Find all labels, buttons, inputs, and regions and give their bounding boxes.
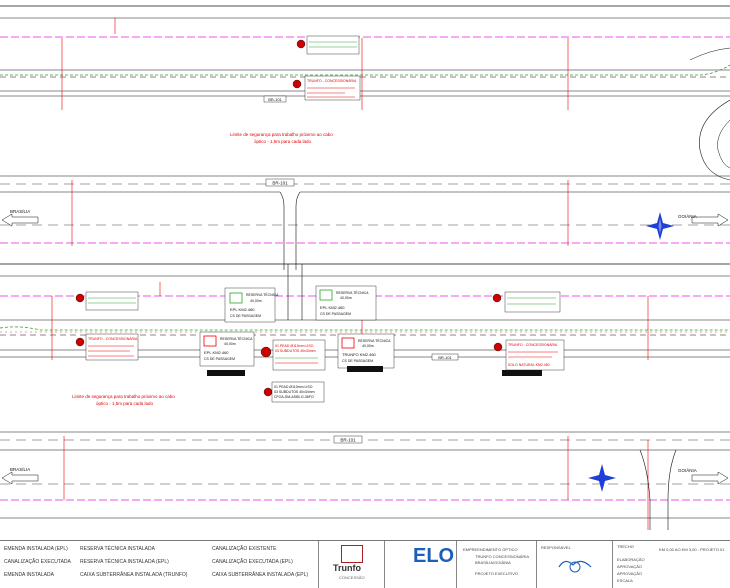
trecho-cell: TRECHO KM 0,00 AO KM 3,00 - PROJETO 01 E…	[612, 541, 730, 588]
responsible-header: RESPONSÁVEL	[541, 545, 571, 550]
road-tag-right	[263, 95, 287, 103]
trecho-value: KM 0,00 AO KM 3,00 - PROJETO 01	[659, 547, 725, 552]
annotation-top-2: TRUNFO - CONCESSIONÁRIA	[292, 75, 361, 101]
tag-black-1	[207, 370, 245, 376]
svg-text:TRUNFO KM2.460: TRUNFO KM2.460	[342, 352, 377, 357]
legend-item: CANALIZAÇÃO EXISTENTE	[212, 546, 277, 552]
svg-text:03 SUBDUTOS 40x34mm: 03 SUBDUTOS 40x34mm	[274, 390, 315, 394]
svg-text:BR-101: BR-101	[340, 438, 356, 443]
legend-item: EMENDA INSTALADA	[4, 572, 54, 578]
title-block: EMENDA INSTALADA (EPL) CANALIZAÇÃO EXECU…	[0, 540, 730, 588]
svg-text:40,00m: 40,00m	[224, 342, 236, 346]
responsible-cell: RESPONSÁVEL	[536, 541, 613, 588]
svg-text:BR-101: BR-101	[268, 97, 282, 102]
tag-black-3	[502, 370, 542, 376]
side-field: ESCALA	[617, 578, 633, 583]
trunfo-logo-text: Trunfo	[333, 563, 361, 573]
arrow-goiania	[691, 213, 729, 227]
cable-route-top	[0, 64, 730, 76]
elo-logo-cell: ELO	[384, 541, 457, 588]
side-field: ELABORAÇÃO	[617, 557, 645, 562]
svg-text:RESERVA TÉCNICA: RESERVA TÉCNICA	[246, 292, 279, 297]
trunfo-logo-cell: Trunfo CONCESSÃO	[318, 541, 385, 588]
legend-item: RESERVA TÉCNICA INSTALADA (EPL)	[80, 559, 169, 565]
trunfo-logo-sub: CONCESSÃO	[339, 575, 365, 580]
arrow-goiania-lower	[691, 471, 729, 485]
side-field: APROVAÇÃO	[617, 571, 643, 576]
project-line: BRASÍLIA/GOIÂNIA	[475, 560, 511, 565]
svg-text:RESERVA TÉCNICA: RESERVA TÉCNICA	[220, 336, 253, 341]
svg-text:óptico - 1,5m para cada lado: óptico - 1,5m para cada lado	[96, 401, 154, 406]
road-tag-mid	[431, 353, 459, 361]
svg-text:BR-101: BR-101	[438, 355, 452, 360]
annotation-low-1	[75, 291, 139, 311]
responsible-logo	[553, 555, 597, 575]
reserva-box-4: RESERVA TÉCNICA 40,00m TRUNFO KM2.460 CS…	[337, 333, 395, 369]
svg-text:EPL KM2.460: EPL KM2.460	[320, 305, 345, 310]
side-field: APROVAÇÃO	[617, 564, 643, 569]
road-tag-top	[265, 178, 295, 187]
svg-text:EPL KM2.460: EPL KM2.460	[230, 307, 255, 312]
svg-text:RESERVA TÉCNICA: RESERVA TÉCNICA	[336, 290, 369, 295]
elo-logo-text: ELO	[413, 545, 455, 567]
svg-text:BRASÍLIA: BRASÍLIA	[10, 466, 30, 472]
svg-text:CS DE PASSAGEM: CS DE PASSAGEM	[320, 312, 351, 316]
svg-text:Limite de segurança para traba: Limite de segurança para trabalho próxim…	[72, 394, 175, 399]
svg-text:CFOA-SM-AS80-G-36FO: CFOA-SM-AS80-G-36FO	[274, 395, 314, 399]
reserva-box-1: RESERVA TÉCNICA 40,00m EPL KM2.460 CS DE…	[224, 287, 279, 323]
legend-item: RESERVA TÉCNICA INSTALADA	[80, 546, 155, 552]
annotation-low-4	[492, 291, 561, 313]
legend-item: CAIXA SUBTERRÂNEA INSTALADA (EPL)	[212, 572, 309, 578]
annotation-low-3: 01 PEAD Ø110mm LISO 03 SUBDUTOS 40x34mm …	[263, 381, 325, 403]
svg-text:CS DE PASSAGEM: CS DE PASSAGEM	[204, 357, 235, 361]
svg-text:01 PEAD Ø110mm LISO: 01 PEAD Ø110mm LISO	[275, 344, 314, 348]
legend-item: CAIXA SUBTERRÂNEA INSTALADA (TRUNFO)	[80, 572, 188, 578]
legend-item: CANALIZAÇÃO EXECUTADA	[4, 559, 71, 565]
splice-annotation: 01 PEAD Ø110mm LISO 03 SUBDUTOS 40x34mm	[260, 339, 326, 371]
svg-text:óptico - 1,5m para cada lado: óptico - 1,5m para cada lado	[254, 139, 312, 144]
svg-text:RESERVA TÉCNICA: RESERVA TÉCNICA	[358, 338, 391, 343]
svg-text:CS DE PASSAGEM: CS DE PASSAGEM	[342, 359, 373, 363]
reserva-box-2: RESERVA TÉCNICA 40,00m EPL KM2.460 CS DE…	[315, 285, 377, 321]
project-line: EMPREENDIMENTO ÓPTICO	[463, 547, 518, 552]
cable-route-lower	[0, 326, 730, 331]
svg-text:GOIÂNIA: GOIÂNIA	[678, 467, 697, 473]
reserva-box-3: RESERVA TÉCNICA 40,00m EPL KM2.460 CS DE…	[199, 331, 255, 367]
svg-text:40,00m: 40,00m	[340, 296, 352, 300]
annotation-low-2: TRUNFO - CONCESSIONÁRIA	[75, 333, 139, 361]
svg-text:03 SUBDUTOS 40x34mm: 03 SUBDUTOS 40x34mm	[275, 349, 316, 353]
legend-item: EMENDA INSTALADA (EPL)	[4, 546, 68, 552]
svg-text:01 PEAD Ø110mm LISO: 01 PEAD Ø110mm LISO	[274, 385, 313, 389]
trecho-label: TRECHO	[617, 544, 634, 549]
svg-text:GOIÂNIA: GOIÂNIA	[678, 213, 697, 219]
project-exec: PROJETO EXECUTIVO	[475, 571, 519, 576]
svg-text:TRUNFO - CONCESSIONÁRIA: TRUNFO - CONCESSIONÁRIA	[88, 337, 138, 341]
svg-text:BR-101: BR-101	[272, 181, 288, 186]
svg-text:TRUNFO - CONCESSIONÁRIA: TRUNFO - CONCESSIONÁRIA	[307, 79, 357, 83]
north-arrow-upper	[646, 212, 674, 240]
project-line: TRUNFO CONCESSIONÁRIA	[475, 554, 530, 559]
arrow-brasilia	[1, 213, 39, 227]
svg-text:TRUNFO - CONCESSIONÁRIA: TRUNFO - CONCESSIONÁRIA	[508, 343, 558, 347]
svg-text:40,00m: 40,00m	[362, 344, 374, 348]
trunfo-logo-icon	[341, 545, 363, 563]
svg-text:40,00m: 40,00m	[250, 299, 262, 303]
road-tag-bottom	[333, 435, 363, 444]
annotation-low-5: TRUNFO - CONCESSIONÁRIA SOLO NATURAL KM2…	[493, 339, 565, 371]
annotation-top-1	[296, 35, 360, 55]
north-arrow-lower	[588, 464, 616, 492]
svg-text:BRASÍLIA: BRASÍLIA	[10, 208, 30, 214]
project-info-cell: EMPREENDIMENTO ÓPTICO TRUNFO CONCESSIONÁ…	[456, 541, 537, 588]
svg-text:EPL KM2.460: EPL KM2.460	[204, 350, 229, 355]
arrow-brasilia-lower	[1, 471, 39, 485]
legend-item: CANALIZAÇÃO EXECUTADA (EPL)	[212, 559, 293, 565]
svg-text:SOLO NATURAL KM2.460: SOLO NATURAL KM2.460	[508, 363, 550, 367]
svg-text:CS DE PASSAGEM: CS DE PASSAGEM	[230, 314, 261, 318]
svg-text:Limite de segurança para traba: Limite de segurança para trabalho próxim…	[230, 132, 333, 137]
tag-black-2	[347, 366, 383, 372]
